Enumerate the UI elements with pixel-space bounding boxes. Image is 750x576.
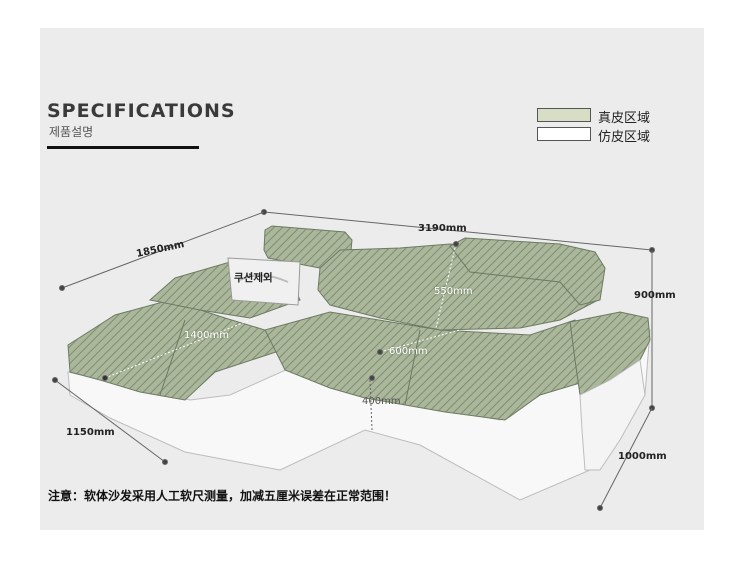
page-title: SPECIFICATIONS	[47, 100, 236, 122]
legend-label-faux: 仿皮区域	[598, 130, 651, 145]
dimension-lines	[52, 209, 655, 511]
right-arm-side	[579, 359, 646, 471]
legend-label-leather: 真皮区域	[598, 111, 651, 126]
legend-swatch-leather	[537, 108, 591, 122]
measurement-note: 注意：软体沙发采用人工软尺测量，加减五厘米误差在正常范围！	[48, 489, 397, 503]
dim-total-height: 1000mm	[618, 451, 667, 462]
dim-chaise-seat: 1400mm	[184, 330, 229, 341]
headrest-right	[449, 237, 606, 306]
dim-chaise-depth: 1150mm	[66, 427, 115, 438]
page-subtitle: 제품설명	[49, 125, 94, 139]
title-underline	[47, 146, 199, 149]
dim-seat-depth: 600mm	[389, 346, 428, 357]
pillow-icon	[227, 257, 301, 306]
dim-seat-height: 400mm	[362, 396, 401, 407]
legend-swatch-faux	[537, 127, 591, 141]
main-seat	[264, 311, 591, 421]
dim-backrest-height: 900mm	[634, 290, 676, 301]
dim-back-depth: 550mm	[434, 286, 473, 297]
cushion-excluded-label: 쿠션제외	[234, 272, 273, 284]
dim-total-length: 3190mm	[418, 223, 467, 234]
